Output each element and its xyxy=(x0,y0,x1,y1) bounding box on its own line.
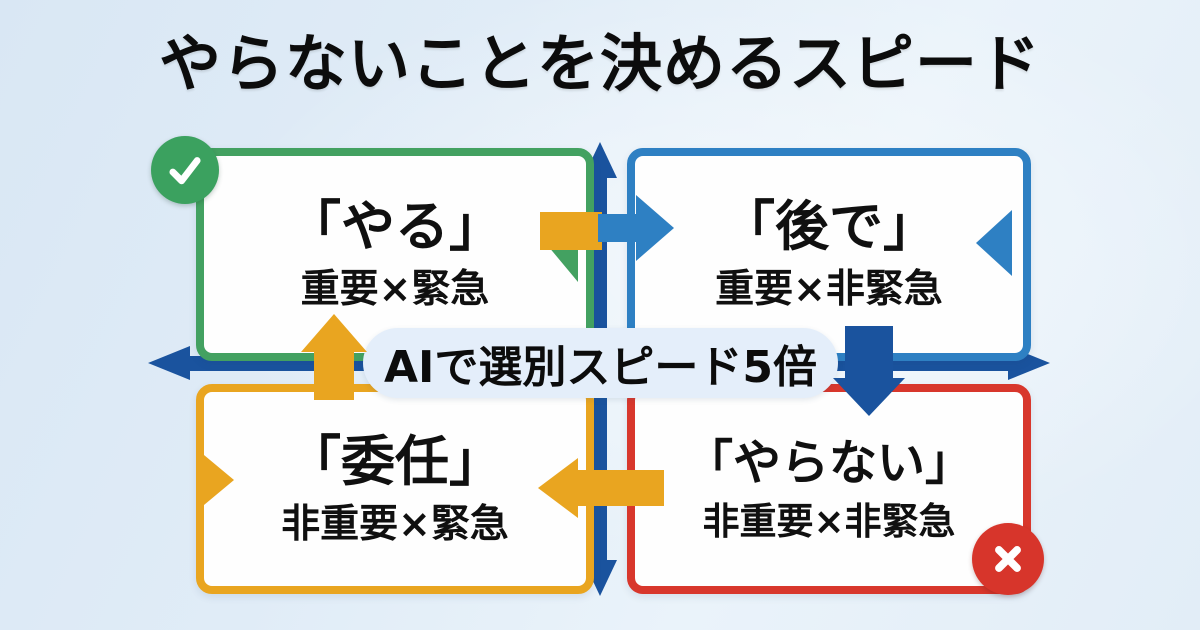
quadrant-delegate-label: 「委任」 xyxy=(287,429,503,493)
flow-arrow-up-icon xyxy=(301,314,367,352)
quadrant-do-sublabel: 重要×緊急 xyxy=(300,267,490,312)
quadrant-delegate-sublabel: 非重要×緊急 xyxy=(281,501,509,547)
green-border-notch xyxy=(548,246,578,282)
flow-arrow-right-yellow-segment xyxy=(540,212,602,250)
quadrant-do: 「やる」 重要×緊急 xyxy=(196,148,594,361)
quadrant-dont: 「やらない」 非重要×非緊急 xyxy=(627,384,1031,594)
cross-icon xyxy=(972,523,1044,595)
quadrant-delegate: 「委任」 非重要×緊急 xyxy=(196,384,594,594)
center-badge-label: AIで選別スピード5倍 xyxy=(383,342,818,393)
check-icon xyxy=(151,136,219,204)
blue-border-notch xyxy=(976,210,1012,276)
flow-arrow-left-shaft xyxy=(576,470,664,506)
flow-arrow-right-shaft xyxy=(598,214,640,242)
quadrant-later: 「後で」 重要×非緊急 xyxy=(627,148,1031,361)
flow-arrow-right-icon xyxy=(636,195,674,261)
quadrant-later-sublabel: 重要×非緊急 xyxy=(715,267,943,312)
flow-arrow-up-shaft xyxy=(314,348,354,400)
quadrant-later-label: 「後で」 xyxy=(721,195,937,258)
quadrant-dont-label: 「やらない」 xyxy=(684,434,973,491)
flow-arrow-left-icon xyxy=(538,458,578,518)
arrow-left-icon xyxy=(148,346,190,380)
quadrant-do-label: 「やる」 xyxy=(287,195,503,258)
center-badge: AIで選別スピード5倍 xyxy=(363,328,838,398)
flow-arrow-down-shaft xyxy=(845,326,893,380)
quadrant-dont-sublabel: 非重要×非緊急 xyxy=(702,499,956,543)
page-title: やらないことを決めるスピード xyxy=(158,27,1041,100)
yellow-border-notch xyxy=(198,450,234,510)
flow-arrow-down-icon xyxy=(833,378,905,416)
